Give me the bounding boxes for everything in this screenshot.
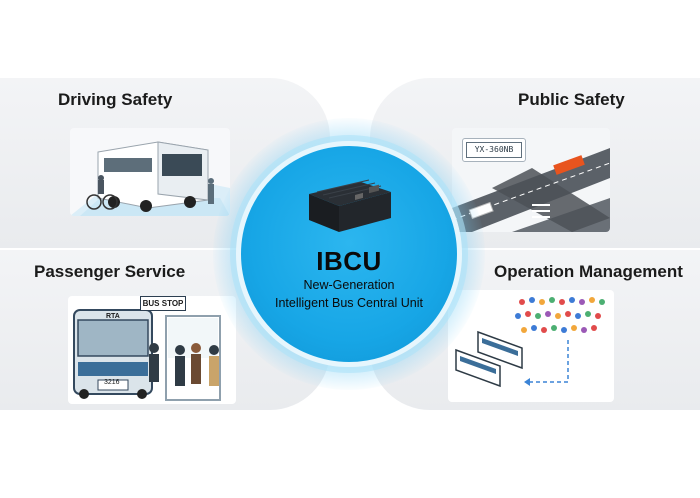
hub-title: IBCU: [316, 246, 382, 276]
road-map-graphic: [452, 148, 610, 232]
bus-stop-graphic: [73, 309, 221, 401]
license-plate-text: YX-360NB: [466, 142, 522, 158]
hub-subtitle-line2: Intelligent Bus Central Unit: [275, 296, 423, 310]
public-safety-illustration: YX-360NB: [452, 128, 610, 232]
bus-stop-sign: BUS STOP: [140, 296, 186, 311]
public-safety-title: Public Safety: [518, 90, 625, 109]
ibcu-hub: IBCU New-Generation Intelligent Bus Cent…: [236, 141, 462, 367]
license-plate: YX-360NB: [462, 138, 526, 162]
driving-safety-title: Driving Safety: [58, 90, 173, 109]
operation-management-illustration: [448, 290, 614, 402]
operation-management-title: Operation Management: [494, 262, 683, 281]
passenger-service-title: Passenger Service: [34, 262, 186, 281]
bus-sensor-graphic: [70, 141, 230, 216]
fleet-dispatch-graphic: [455, 297, 605, 388]
hub-subtitle-line1: New-Generation: [303, 278, 395, 292]
passenger-service-illustration: BUS STOP RTA 3216: [68, 296, 236, 404]
driving-safety-illustration: [70, 128, 230, 216]
ibcu-device-icon: [309, 179, 391, 232]
bus-number-label: 3216: [104, 379, 120, 386]
bus-route-label: RTA: [106, 313, 120, 320]
